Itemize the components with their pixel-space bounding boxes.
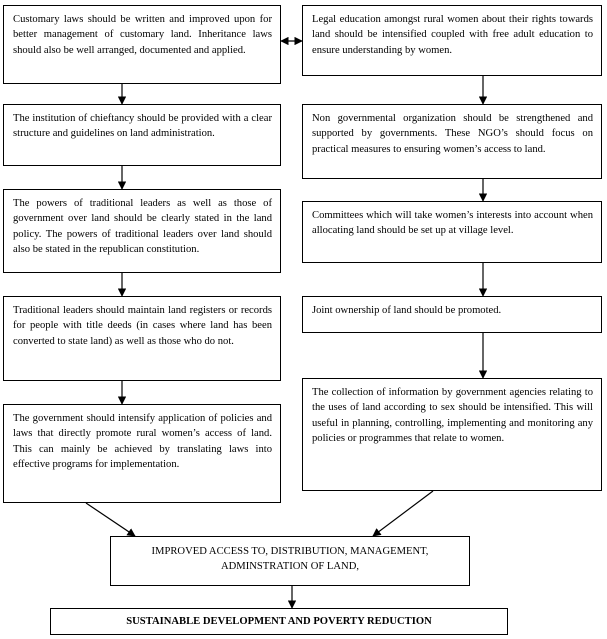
right-box-2: Non governmental organization should be …: [302, 104, 602, 179]
left-box-1: Customary laws should be written and imp…: [3, 5, 281, 84]
right-box-5: The collection of information by governm…: [302, 378, 602, 491]
left-box-5: The government should intensify applicat…: [3, 404, 281, 503]
right-box-4: Joint ownership of land should be promot…: [302, 296, 602, 333]
left-box-3: The powers of traditional leaders as wel…: [3, 189, 281, 273]
left-box-4: Traditional leaders should maintain land…: [3, 296, 281, 381]
final-box: SUSTAINABLE DEVELOPMENT AND POVERTY REDU…: [50, 608, 508, 635]
arrow-left-to-outcome: [85, 502, 136, 537]
outcome-box: IMPROVED ACCESS TO, DISTRIBUTION, MANAGE…: [110, 536, 470, 586]
arrow-right-to-outcome: [372, 490, 434, 537]
right-box-1: Legal education amongst rural women abou…: [302, 5, 602, 76]
left-box-2: The institution of chieftancy should be …: [3, 104, 281, 166]
right-box-3: Committees which will take women’s inter…: [302, 201, 602, 263]
